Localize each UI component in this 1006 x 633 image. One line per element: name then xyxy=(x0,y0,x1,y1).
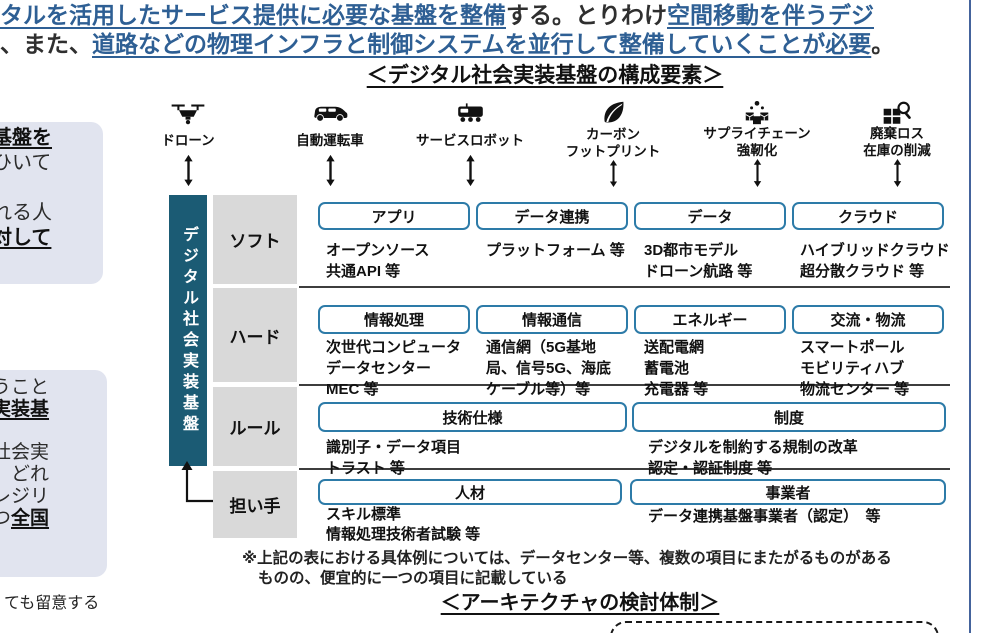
left-sidebar-box-bottom: うこと 実装基 社会実 、どれ レジリ つ全国 xyxy=(0,370,107,577)
row-label-bearer: 担い手 xyxy=(213,471,297,538)
category-examples: 識別子・データ項目 トラスト 等 xyxy=(326,439,462,477)
category-box: データ xyxy=(634,202,786,230)
emphasized-fragment: 対して xyxy=(0,227,52,249)
left-margin-note: ても留意する xyxy=(4,595,100,612)
up-down-arrow-icon xyxy=(609,160,617,187)
left-sidebar-box-top: 基盤を ひいて れる人 対して xyxy=(0,122,103,284)
emphasized-text: 道路などの物理インフラと制御システムを並行して整備していくことが必要 xyxy=(92,31,872,57)
supply-chain-icon xyxy=(742,99,772,125)
intro-text-line1: タルを活用したサービス提供に必要な基盤を整備する。とりわけ空間移動を伴うデジ xyxy=(0,1,874,29)
axis-label-digital-infrastructure: デジタル社会実装基盤 xyxy=(169,195,207,466)
category-examples: ハイブリッドクラウド 超分散クラウド 等 xyxy=(800,242,950,280)
category-box: 技術仕様 xyxy=(318,402,627,432)
emphasized-fragment: 基盤を xyxy=(0,127,52,149)
category-box: 情報通信 xyxy=(476,305,628,334)
inventory-icon xyxy=(882,99,912,125)
page-frame-line xyxy=(969,0,971,633)
emphasized-fragment: 実装基 xyxy=(0,398,50,420)
drone-icon xyxy=(170,99,206,127)
elbow-up-arrow-icon xyxy=(181,461,218,503)
intro-text-line2: 、また、道路などの物理インフラと制御システムを並行して整備していくことが必要。 xyxy=(0,30,894,58)
category-box: 事業者 xyxy=(630,479,946,505)
category-box: 制度 xyxy=(632,402,946,432)
use-case-car: 自動運転車 xyxy=(270,99,390,187)
category-box: 人材 xyxy=(318,479,622,505)
category-box: 交流・物流 xyxy=(792,305,944,334)
robot-icon xyxy=(455,99,486,127)
category-box: エネルギー xyxy=(634,305,786,334)
category-examples: デジタルを制約する規制の改革 認定・認証制度 等 xyxy=(648,439,858,477)
category-box: クラウド xyxy=(792,202,944,230)
text-fragment: ひいて xyxy=(0,152,52,174)
category-examples: 通信網（5G基地 局、信号5G、海底 ケーブル等）等 xyxy=(486,339,612,398)
text-fragment: レジリ xyxy=(0,485,50,507)
plain-text: 。 xyxy=(871,31,895,57)
plain-text: 、また、 xyxy=(0,31,92,57)
row-label-soft: ソフト xyxy=(213,195,297,284)
up-down-arrow-icon xyxy=(753,159,761,187)
car-icon xyxy=(311,99,349,127)
table-footnote-line1: ※上記の表における具体例については、データセンター等、複数の項目にまたがるものが… xyxy=(242,550,892,567)
category-box: データ連携 xyxy=(476,202,628,230)
row-label-hard: ハード xyxy=(213,288,297,382)
category-examples: プラットフォーム 等 xyxy=(486,242,625,259)
up-down-arrow-icon xyxy=(893,159,901,187)
plain-text: する。とりわけ xyxy=(506,2,667,28)
use-case-waste-reduction: 廃棄ロス 在庫の削減 xyxy=(832,99,962,187)
use-case-drone: ドローン xyxy=(128,99,248,187)
diagram-title: ＜デジタル社会実装基盤の構成要素＞ xyxy=(366,64,724,87)
table-footnote-line2: ものの、便宜的に一つの項目に記載している xyxy=(258,570,568,587)
use-case-supply-chain: サプライチェーン 強靭化 xyxy=(692,99,822,187)
category-examples: スキル標準 情報処理技術者試験 等 xyxy=(326,506,481,543)
up-down-arrow-icon xyxy=(465,154,475,187)
category-box: 情報処理 xyxy=(318,305,470,334)
row-divider xyxy=(299,384,950,386)
emphasized-text: タルを活用したサービス提供に必要な基盤を整備 xyxy=(0,2,506,28)
use-case-carbon-footprint: カーボン フットプリント xyxy=(548,99,678,187)
category-examples: オープンソース 共通API 等 xyxy=(326,242,430,280)
up-down-arrow-icon xyxy=(325,154,335,187)
text-fragment: 、どれ xyxy=(0,464,50,486)
use-case-label: 自動運転車 xyxy=(296,133,364,148)
row-label-rule: ルール xyxy=(213,387,297,466)
use-case-label: カーボン フットプリント xyxy=(565,127,661,159)
emphasized-fragment: 全国 xyxy=(11,507,50,529)
architecture-section-title: ＜アーキテクチャの検討体制＞ xyxy=(440,592,720,614)
category-examples: データ連携基盤事業者（認定） 等 xyxy=(648,508,881,525)
use-case-label: 廃棄ロス 在庫の削減 xyxy=(863,126,931,159)
up-down-arrow-icon xyxy=(183,154,193,187)
category-examples: スマートポール モビリティハブ 物流センター 等 xyxy=(800,339,910,398)
row-divider xyxy=(299,468,950,470)
text-fragment: つ全国 xyxy=(0,507,50,529)
text-fragment: 社会実 xyxy=(0,442,50,464)
emphasized-text: 空間移動を伴うデジ xyxy=(667,2,874,28)
row-divider xyxy=(299,286,950,288)
use-case-robot: サービスロボット xyxy=(410,99,530,187)
use-case-label: サービスロボット xyxy=(416,133,524,148)
category-examples: 3D都市モデル ドローン航路 等 xyxy=(644,242,753,280)
category-examples: 次世代コンピュータ データセンター MEC 等 xyxy=(326,339,462,398)
leaf-icon xyxy=(600,99,627,126)
dashed-group-box xyxy=(610,621,939,633)
category-examples: 送配電網 蓄電池 充電器 等 xyxy=(644,339,709,398)
category-box: アプリ xyxy=(318,202,470,230)
text-fragment: れる人 xyxy=(0,202,52,224)
use-case-label: サプライチェーン 強靭化 xyxy=(703,126,811,159)
text-fragment: うこと xyxy=(0,377,50,398)
use-case-label: ドローン xyxy=(161,133,215,148)
